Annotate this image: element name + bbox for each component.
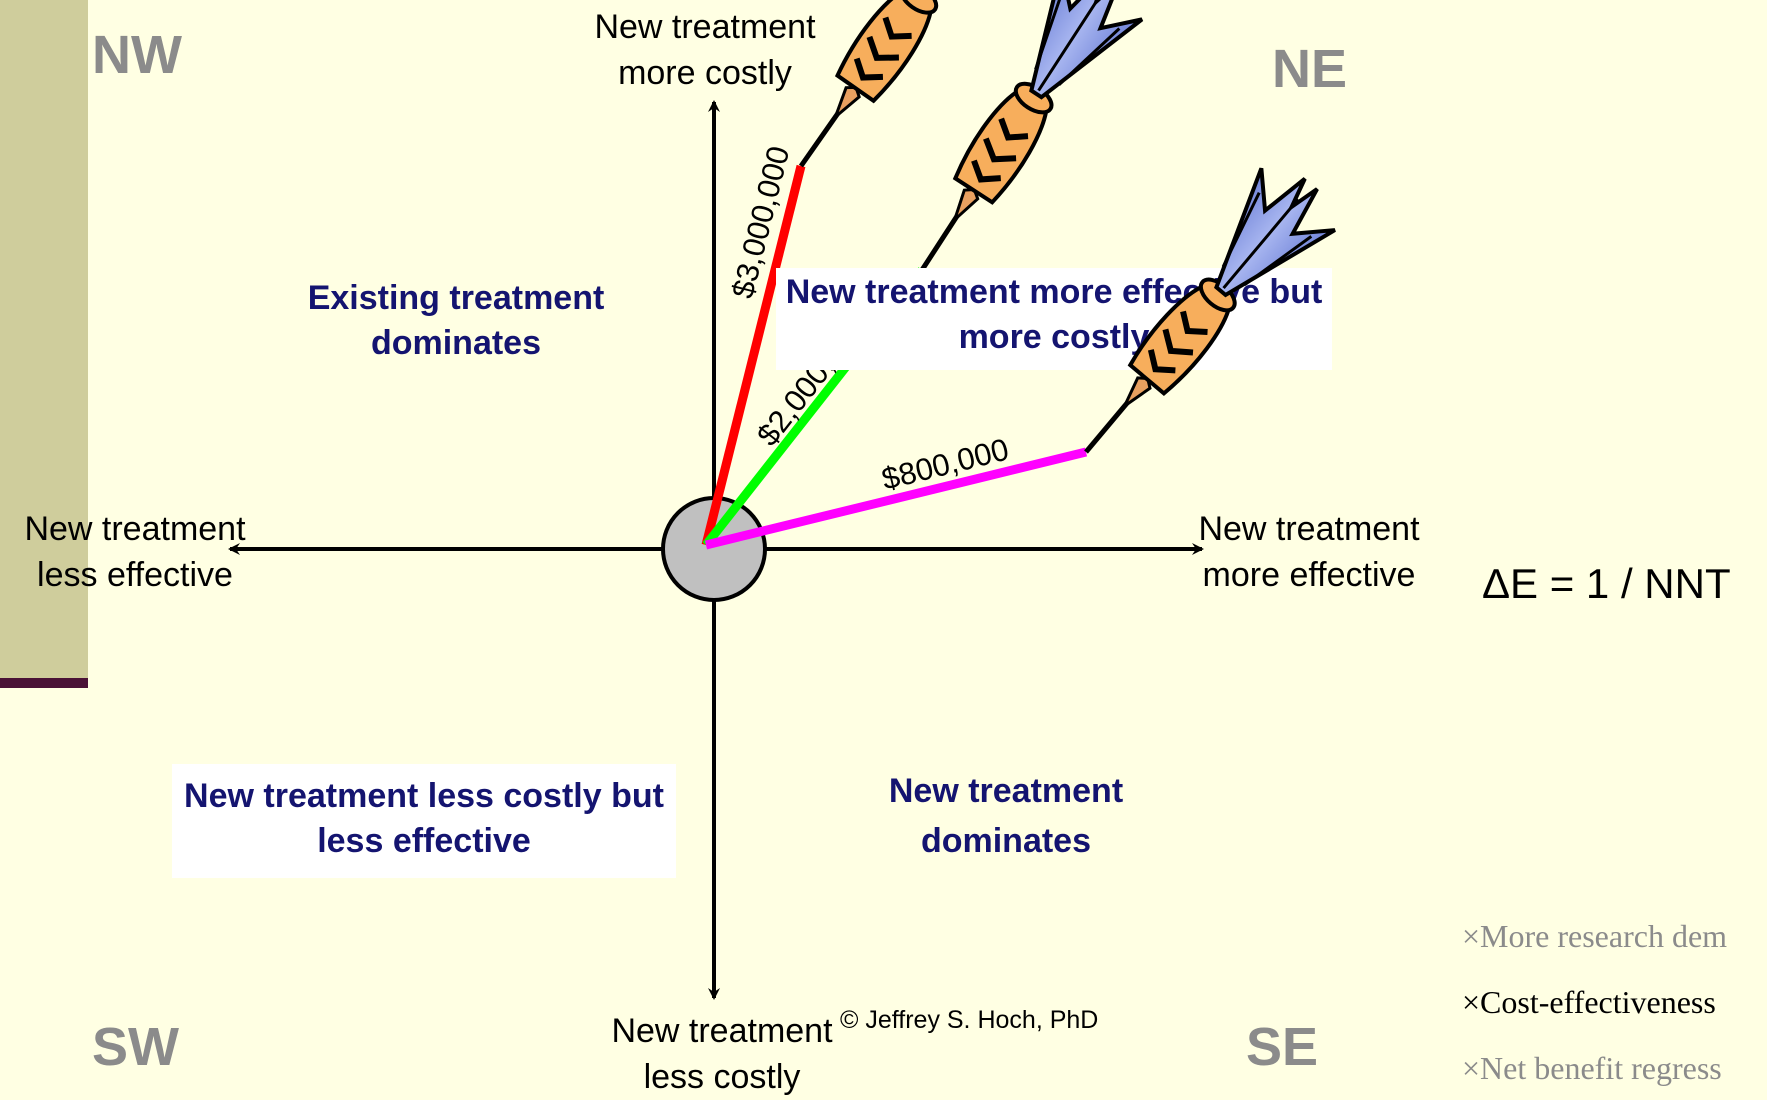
quadrant-ne: NE (1272, 38, 1347, 100)
axis-label-left: New treatment less effective (0, 506, 270, 598)
bullet-item: ×More research dem (1462, 918, 1727, 955)
region-se: New treatment dominates (866, 766, 1146, 866)
copyright-notice: © Jeffrey S. Hoch, PhD (840, 1006, 1098, 1035)
region-nw: Existing treatment dominates (286, 276, 626, 366)
quadrant-sw: SW (92, 1016, 179, 1078)
quadrant-se: SE (1246, 1016, 1318, 1078)
quadrant-nw: NW (92, 24, 182, 86)
bullet-item: ×Cost-effectiveness (1462, 984, 1716, 1021)
dart-icon (882, 0, 1153, 296)
region-ne: New treatment more effective but more co… (776, 268, 1332, 370)
axis-label-right: New treatment more effective (1174, 506, 1444, 598)
bullet-item: ×Net benefit regress (1462, 1050, 1722, 1087)
formula: ΔE = 1 / NNT (1482, 560, 1731, 608)
axis-label-top: New treatment more costly (570, 4, 840, 96)
region-sw: New treatment less costly but less effec… (172, 764, 676, 878)
axis-label-bottom: New treatment less costly (582, 1008, 862, 1100)
